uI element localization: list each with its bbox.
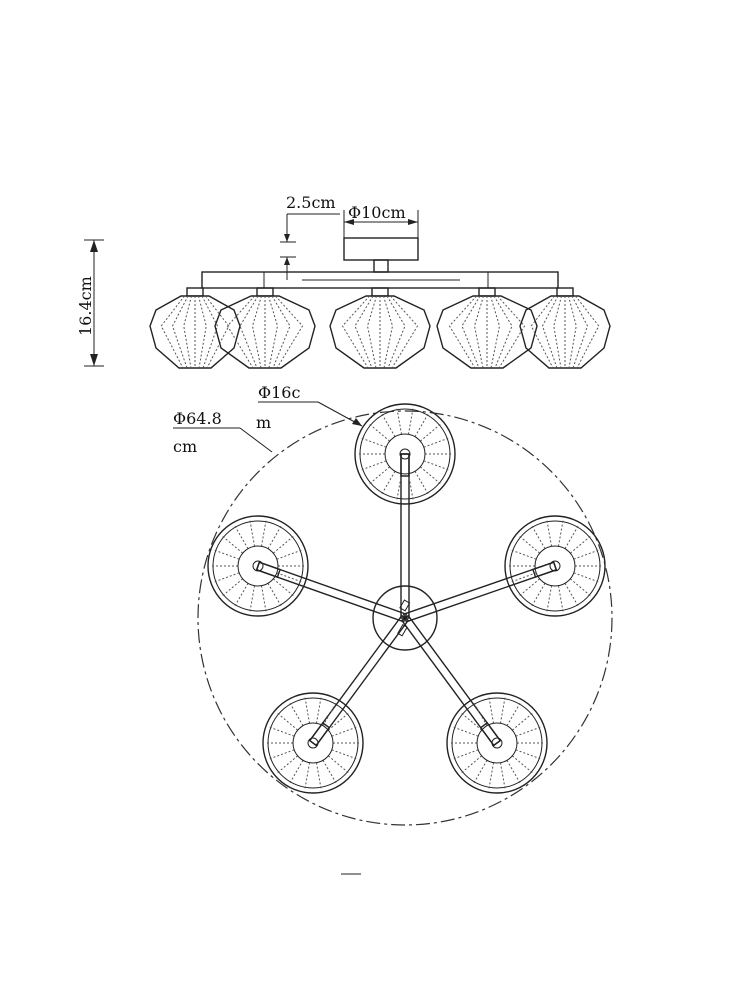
top-shades: [207, 403, 606, 794]
overall-diameter-label-m: m: [256, 413, 271, 432]
height-dimension: 16.4cm: [76, 239, 104, 367]
top-arms: [255, 453, 558, 747]
spacer-label: 2.5cm: [286, 193, 336, 212]
side-shade: [214, 287, 316, 369]
side-arms: [201, 271, 559, 289]
side-shades: [149, 287, 611, 369]
top-shade: [504, 515, 606, 617]
arm-end: [255, 561, 281, 579]
canopy-dimension: Φ10cm: [343, 203, 419, 238]
arm: [400, 614, 502, 747]
overall-diameter-annotation: Φ64.8 m cm: [173, 409, 273, 456]
side-view: 16.4cm 2.5cm Φ10cm: [76, 193, 611, 369]
canopy-label: Φ10cm: [348, 203, 406, 222]
arm-end: [532, 561, 558, 578]
arm-end: [400, 453, 410, 477]
arm-end: [308, 721, 331, 747]
overall-diameter-circle: [197, 410, 613, 826]
overall-diameter-label: Φ64.8: [173, 409, 222, 428]
top-shade: [262, 692, 364, 794]
central-hub: [372, 585, 438, 651]
shade-diameter-annotation: Φ16c: [258, 383, 363, 427]
arm: [308, 614, 410, 747]
top-view: Φ64.8 m cm Φ16c: [173, 383, 613, 826]
top-shade: [446, 692, 548, 794]
side-shade: [519, 287, 611, 369]
shade-diameter-label: Φ16c: [258, 383, 300, 402]
top-shade: [207, 515, 309, 617]
arm-end: [479, 721, 502, 747]
overall-diameter-label-unit: cm: [173, 437, 197, 456]
side-shade: [436, 287, 538, 369]
top-shade: [354, 403, 456, 505]
canopy: [343, 237, 419, 261]
side-shade: [329, 287, 431, 369]
height-label: 16.4cm: [76, 276, 95, 336]
side-shade: [149, 287, 241, 369]
arm: [400, 453, 410, 619]
spacer-dimension: 2.5cm: [280, 193, 340, 280]
canopy-stem: [373, 259, 389, 273]
